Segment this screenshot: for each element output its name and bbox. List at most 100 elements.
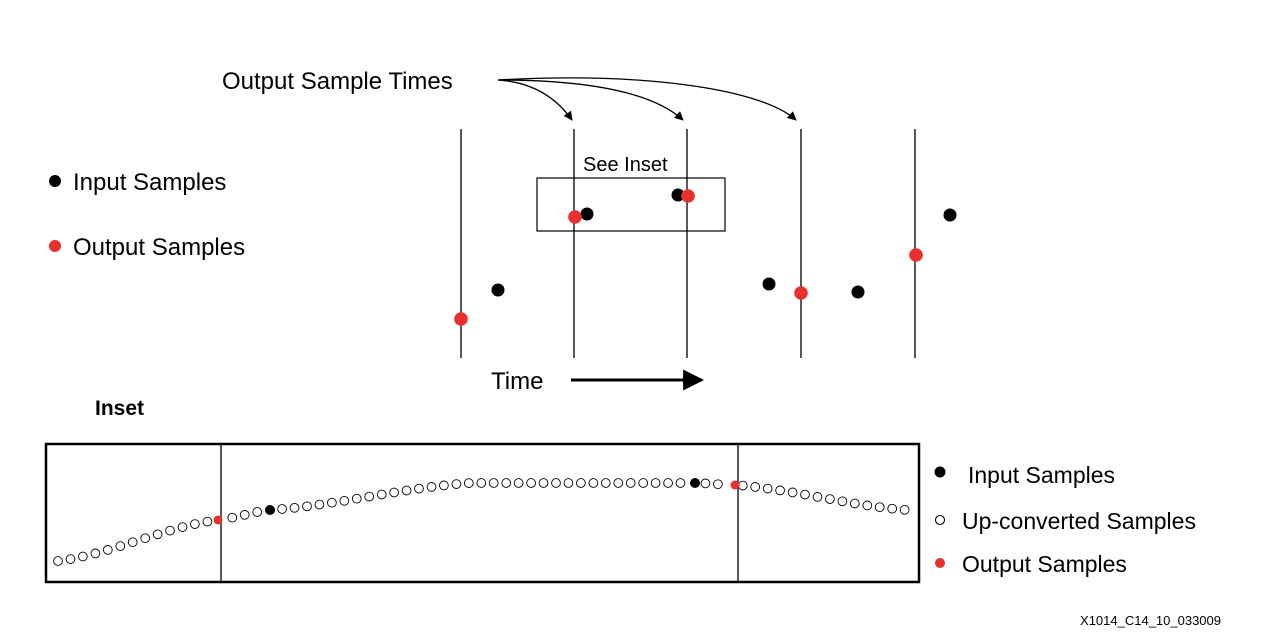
see-inset-label: See Inset <box>583 154 668 176</box>
upconverted-sample <box>314 499 325 510</box>
sample-time-lines <box>460 129 916 358</box>
output-sample <box>681 189 695 203</box>
upconverted-sample <box>650 478 661 488</box>
upconverted-sample <box>899 504 910 515</box>
upconverted-sample <box>588 478 599 488</box>
legend-output-marker <box>49 240 61 252</box>
output-sample <box>454 312 468 326</box>
inset-frame <box>44 442 921 584</box>
upconverted-sample <box>538 478 549 488</box>
upconverted-sample <box>825 494 835 504</box>
callout-arrow-3 <box>497 77 797 121</box>
upconverted-sample <box>239 509 250 520</box>
upconverted-sample <box>526 478 536 488</box>
inset-input-sample <box>690 478 700 488</box>
input-sample <box>671 188 685 202</box>
callout-arrows <box>497 77 797 121</box>
inset-output-sample <box>730 480 740 490</box>
upconverted-sample <box>190 519 200 529</box>
input-sample <box>491 283 505 297</box>
upconverted-sample <box>426 482 437 492</box>
output-samples <box>454 189 923 326</box>
input-sample <box>580 207 594 221</box>
inset-diagram: Inset Input Samples Up-converted Samples… <box>44 397 1196 584</box>
inset-legend: Input Samples Up-converted Samples Outpu… <box>934 462 1196 577</box>
upconverted-sample <box>812 492 823 502</box>
inset-output-sample <box>213 515 223 525</box>
upconverted-sample <box>700 478 711 489</box>
input-sample <box>851 285 865 299</box>
upconverted-sample <box>327 497 337 508</box>
upconverted-sample <box>127 537 138 548</box>
upconverted-sample <box>488 478 499 488</box>
upconverted-sample <box>551 478 561 488</box>
upconverted-sample <box>849 498 860 509</box>
upconverted-sample <box>177 522 188 532</box>
upconverted-sample <box>65 554 76 564</box>
upconverted-sample <box>576 478 586 488</box>
upconverted-sample <box>53 556 63 566</box>
legend-input-label: Input Samples <box>73 169 226 196</box>
upconverted-sample <box>90 548 101 559</box>
top-diagram: Output Sample Times See Inset <box>49 68 957 395</box>
upconverted-sample <box>563 478 574 488</box>
callout-arrow-1 <box>497 79 573 121</box>
upconverted-sample <box>887 503 898 514</box>
inset-legend-output-marker <box>935 558 945 568</box>
upconverted-sample <box>227 512 238 523</box>
upconverted-sample <box>625 478 636 488</box>
upconverted-sample <box>463 478 474 488</box>
upconverted-sample <box>389 487 399 498</box>
inset-input-samples <box>265 478 700 515</box>
inset-sample-time-lines <box>220 445 739 581</box>
upconverted-sample <box>862 500 873 511</box>
upconverted-sample <box>800 489 810 500</box>
upconverted-sample <box>476 478 487 488</box>
upconverted-sample <box>451 479 462 489</box>
upconverted-sample <box>439 480 449 491</box>
upconverted-sample <box>351 493 362 504</box>
legend-input-marker <box>49 175 61 187</box>
output-sample <box>568 210 582 224</box>
upconverted-sample <box>202 516 213 527</box>
upconverted-sample <box>277 504 287 514</box>
figure-id: X1014_C14_10_033009 <box>1080 613 1221 628</box>
inset-legend-upconverted-label: Up-converted Samples <box>962 508 1196 534</box>
inset-input-sample <box>265 505 275 515</box>
upconverted-sample <box>713 479 723 490</box>
see-inset-box <box>536 177 726 232</box>
upconverted-sample <box>414 483 424 494</box>
upconverted-sample <box>675 478 686 488</box>
output-sample <box>794 286 808 300</box>
input-samples <box>491 188 957 299</box>
upconverted-sample <box>613 478 624 488</box>
upconverted-sample <box>638 478 649 488</box>
upconverted-sample <box>513 478 524 488</box>
upconverted-sample <box>102 545 113 555</box>
upconverted-sample <box>364 491 375 502</box>
upconverted-sample <box>501 478 512 488</box>
upconverted-sample <box>874 502 885 513</box>
inset-legend-input-marker <box>934 466 946 478</box>
upconverted-sample <box>289 502 300 513</box>
upconverted-sample <box>339 495 350 506</box>
upconverted-sample <box>78 551 88 562</box>
upconverted-sample <box>252 507 263 517</box>
upconverted-sample <box>663 478 673 488</box>
time-label: Time <box>491 368 543 395</box>
upconverted-sample <box>165 525 175 536</box>
upconverted-sample <box>376 489 387 500</box>
inset-legend-input-label: Input Samples <box>968 462 1115 488</box>
legend-output-label: Output Samples <box>73 234 245 261</box>
upconverted-sample <box>140 533 151 544</box>
upconverted-samples <box>53 478 910 566</box>
upconverted-sample <box>600 478 611 488</box>
input-sample <box>762 277 776 291</box>
output-sample <box>909 248 923 262</box>
upconverted-sample <box>787 487 798 498</box>
inset-output-samples <box>213 480 740 525</box>
input-sample <box>943 208 957 222</box>
upconverted-sample <box>152 529 163 540</box>
output-sample-times-label: Output Sample Times <box>222 68 453 95</box>
